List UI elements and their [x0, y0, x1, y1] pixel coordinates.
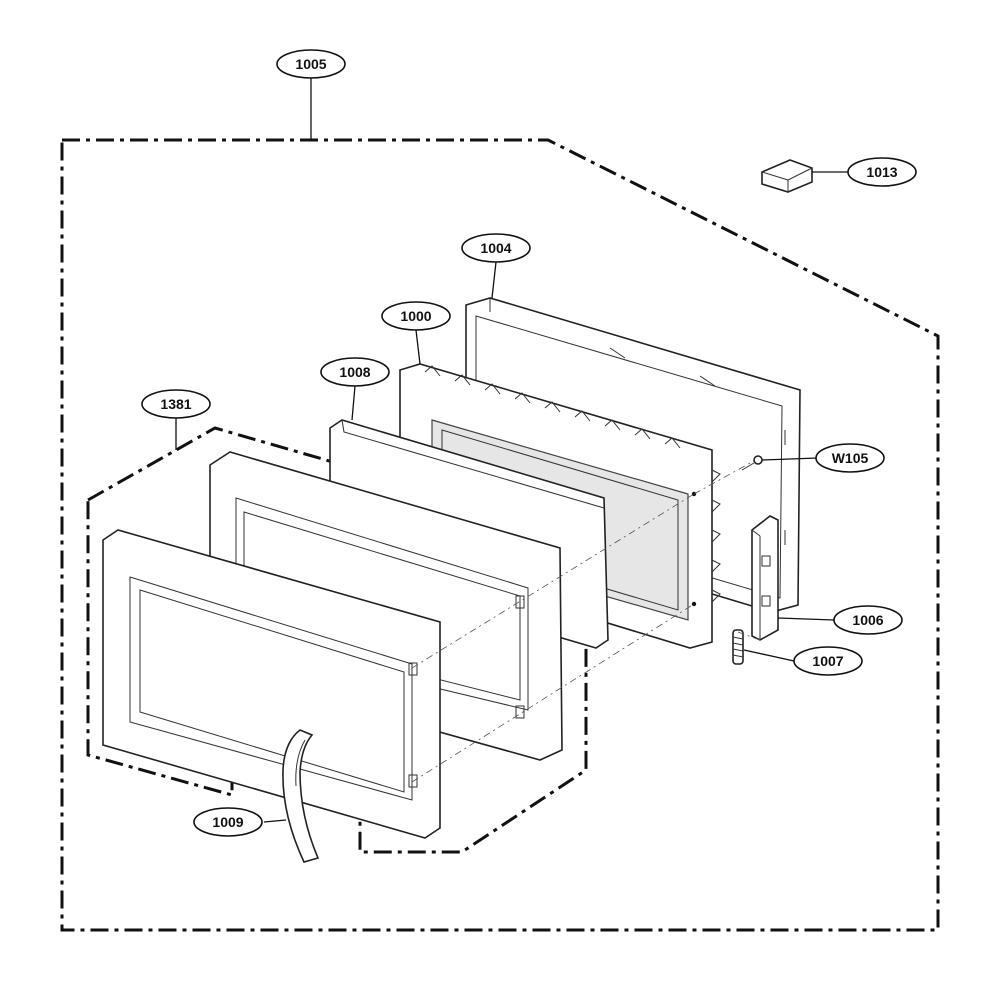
callout-1005: 1005 — [276, 49, 346, 79]
svg-text:1007: 1007 — [812, 653, 843, 669]
callout-1008: 1008 — [320, 357, 390, 387]
alignment-guides — [411, 461, 761, 783]
svg-text:1013: 1013 — [866, 164, 897, 180]
handle-part — [282, 729, 320, 863]
callout-1000: 1000 — [381, 301, 451, 331]
svg-text:1000: 1000 — [400, 308, 431, 324]
svg-text:1005: 1005 — [295, 56, 326, 72]
door-assembly-outline — [86, 426, 588, 854]
assembly-outline — [60, 138, 940, 932]
svg-text:1008: 1008 — [339, 364, 370, 380]
svg-text:1381: 1381 — [160, 396, 191, 412]
latch-part — [761, 159, 813, 193]
callout-1007: 1007 — [793, 646, 863, 676]
callout-1004: 1004 — [461, 233, 531, 263]
door-outer-part — [102, 529, 441, 839]
callout-1009: 1009 — [193, 807, 263, 837]
svg-text:1009: 1009 — [212, 814, 243, 830]
spring-part — [732, 629, 744, 665]
callout-1006: 1006 — [833, 605, 903, 635]
svg-text:1004: 1004 — [480, 240, 511, 256]
svg-text:1006: 1006 — [852, 612, 883, 628]
screw-part — [741, 455, 763, 471]
leader-lines — [175, 78, 848, 823]
callout-1381: 1381 — [141, 389, 211, 419]
hinge-part — [751, 515, 779, 641]
svg-text:W105: W105 — [832, 450, 869, 466]
callout-1013: 1013 — [847, 157, 917, 187]
callout-W105: W105 — [815, 443, 885, 473]
